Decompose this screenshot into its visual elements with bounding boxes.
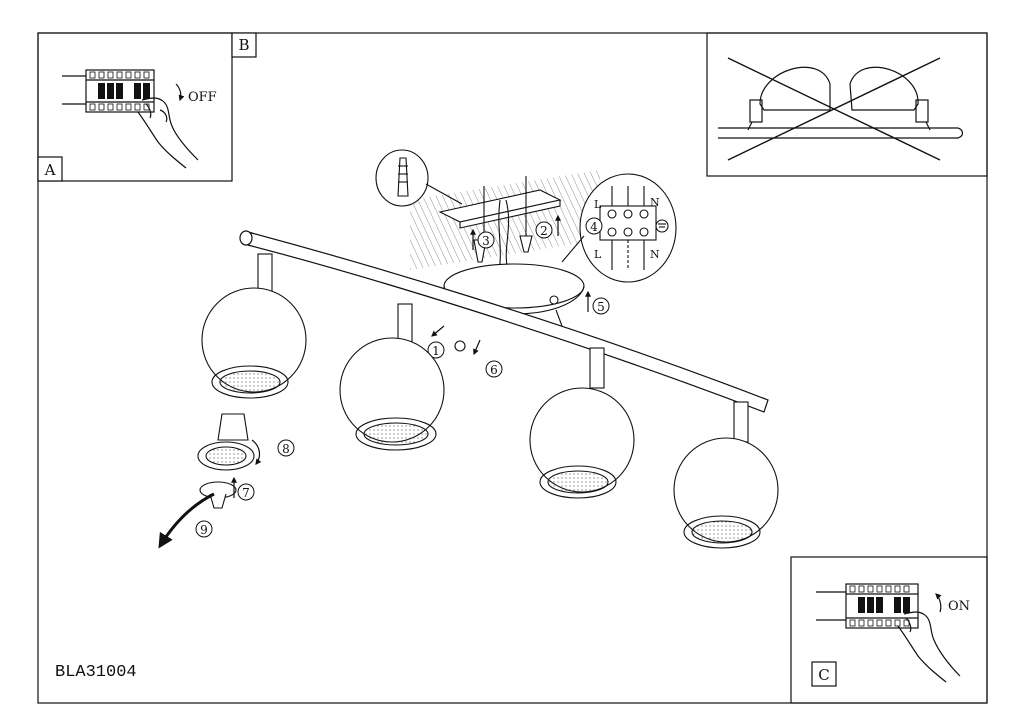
terminal-live-top: L: [594, 198, 602, 211]
spot-3: [529, 347, 635, 499]
svg-text:7: 7: [242, 486, 250, 500]
bulb-detail: [197, 413, 255, 509]
step-4: 4: [585, 217, 603, 235]
panel-switch-off: B A: [37, 32, 257, 182]
rotate-off-arrow-icon: [175, 83, 185, 102]
rotate-arrow-6: [473, 339, 481, 356]
svg-text:1: 1: [432, 344, 440, 358]
panel-b-label: B: [238, 36, 249, 54]
panel-switch-on: C: [790, 556, 988, 704]
spot-2: [339, 303, 445, 451]
switch-on-text: ON: [948, 599, 970, 614]
hand-icon: [137, 97, 199, 169]
svg-text:3: 3: [482, 234, 490, 248]
step-9: 9: [195, 520, 213, 538]
panel-c-label: C: [818, 666, 829, 684]
ceiling-mount: [410, 170, 600, 277]
terminal-block-callout: [561, 173, 677, 283]
rotate-arrow-8: [251, 439, 262, 465]
svg-text:5: 5: [597, 300, 605, 314]
hand-on-icon: [897, 611, 961, 683]
step-2: 2: [535, 221, 553, 239]
svg-text:2: 2: [540, 224, 548, 238]
cross-line-2: [727, 57, 941, 161]
terminal-live-bottom: L: [594, 248, 602, 261]
wall-plug-callout: [375, 149, 463, 207]
page-frame: [37, 32, 988, 704]
svg-text:6: 6: [490, 363, 498, 377]
step-6: 6: [485, 360, 503, 378]
spot-4: [673, 401, 779, 549]
step-7: 7: [237, 483, 255, 501]
spot-1: [201, 253, 307, 399]
step-5: 5: [592, 297, 610, 315]
panel-c-label-box: [811, 661, 837, 687]
rotate-arrow-1: [431, 325, 445, 337]
fuse-box-on-icon: [816, 583, 919, 629]
curved-arrow-9: [158, 492, 215, 549]
step-8: 8: [277, 439, 295, 457]
panel-a-label: A: [44, 161, 56, 179]
panel-wrong-orientation: [706, 32, 988, 177]
panel-b-label-box: [231, 32, 257, 58]
step-3: 3: [477, 231, 495, 249]
svg-text:8: 8: [282, 442, 290, 456]
svg-text:4: 4: [590, 220, 598, 234]
model-code: BLA31004: [55, 663, 137, 682]
step-1: 1: [427, 341, 445, 359]
panel-a-label-box: [37, 156, 63, 182]
fixture-bar: [239, 230, 769, 413]
ground-icon: [655, 219, 669, 233]
svg-text:9: 9: [200, 523, 208, 537]
fuse-box-icon: [62, 69, 155, 113]
switch-off-text: OFF: [188, 90, 217, 105]
terminal-neutral-bottom: N: [650, 248, 660, 261]
canopy: [443, 263, 585, 352]
rotate-on-arrow-icon: [935, 593, 942, 613]
terminal-neutral-top: N: [650, 196, 660, 209]
